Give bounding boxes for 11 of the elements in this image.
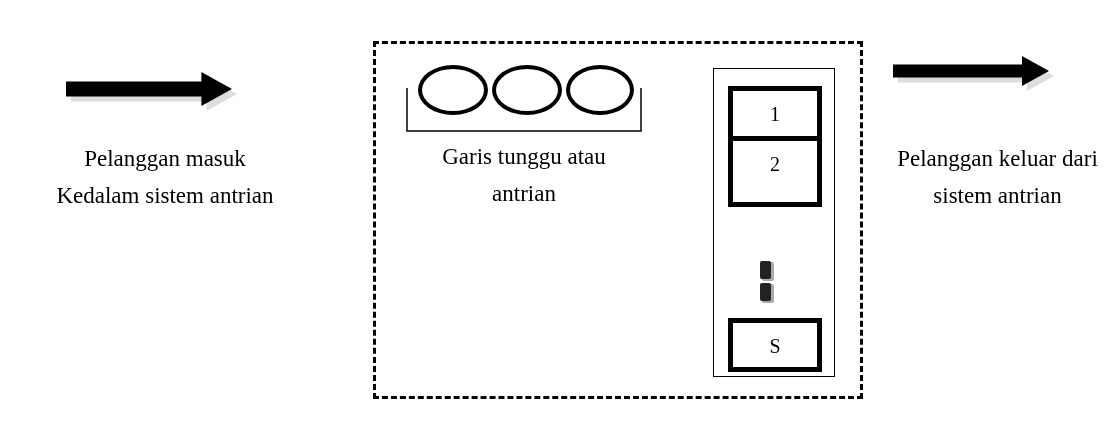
server-column-box (713, 68, 835, 377)
customer-circle (418, 65, 488, 115)
customer-circle (492, 65, 562, 115)
customer-circle (566, 65, 634, 115)
server-box: S (728, 318, 822, 372)
caption-text: Pelanggan keluar dari sistem antrian (896, 145, 1099, 210)
caption-text: Pelanggan masuk Kedalam sistem antrian (55, 145, 275, 210)
server-box: 2 (728, 141, 822, 207)
server-box: 1 (728, 86, 822, 141)
node-label: Garis tunggu atau antrian (441, 143, 607, 208)
system-boundary-box (373, 41, 863, 399)
